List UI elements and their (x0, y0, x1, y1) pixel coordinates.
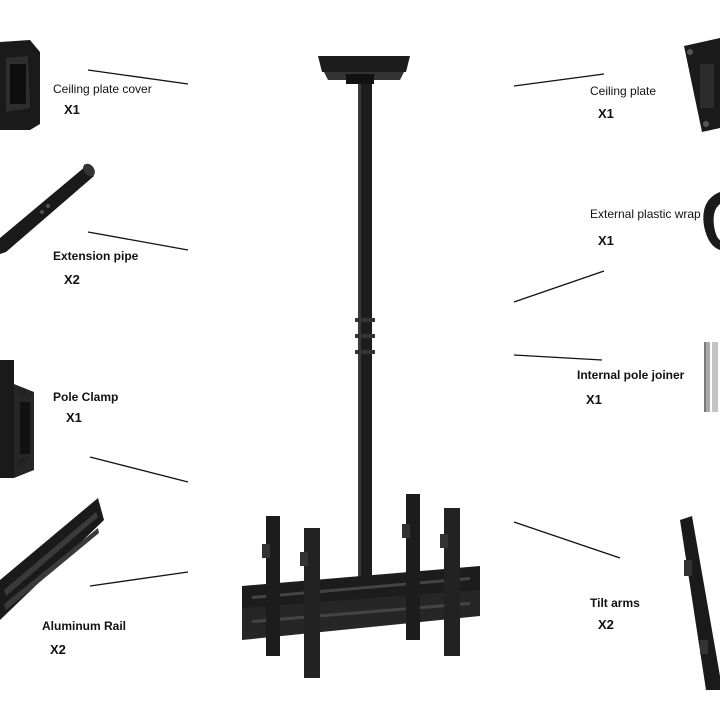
leader-external-plastic-wrap (513, 270, 605, 303)
qty-internal-pole-joiner: X1 (586, 392, 602, 407)
leader-ceiling-plate (513, 73, 605, 87)
leader-aluminum-rail (89, 571, 189, 587)
leader-extension-pipe (87, 231, 189, 251)
label-ceiling-plate-cover: Ceiling plate cover (53, 82, 152, 96)
ceiling-plate-image (684, 38, 720, 132)
label-tilt-arms: Tilt arms (590, 596, 640, 610)
label-extension-pipe: Extension pipe (53, 249, 139, 263)
ceiling-mount-assembly-image (242, 56, 480, 678)
label-ceiling-plate: Ceiling plate (590, 84, 657, 98)
label-internal-pole-joiner: Internal pole joiner (577, 368, 685, 382)
qty-ceiling-plate-cover: X1 (64, 102, 80, 117)
qty-tilt-arms: X2 (598, 617, 614, 632)
leader-internal-pole-joiner (513, 354, 603, 361)
qty-pole-clamp: X1 (66, 410, 82, 425)
qty-aluminum-rail: X2 (50, 642, 66, 657)
pole-clamp-image (0, 360, 34, 478)
leader-ceiling-plate-cover (87, 69, 189, 85)
ceiling-plate-cover-image (0, 40, 40, 130)
internal-pole-joiner-image (704, 342, 718, 412)
label-aluminum-rail: Aluminum Rail (42, 619, 127, 633)
extension-pipe-image (0, 163, 95, 254)
qty-ceiling-plate: X1 (598, 106, 614, 121)
aluminum-rail-image (0, 498, 104, 620)
leader-lines (87, 69, 621, 587)
external-plastic-wrap-image (703, 192, 720, 250)
qty-extension-pipe: X2 (64, 272, 80, 287)
leader-tilt-arms (513, 521, 621, 559)
label-pole-clamp: Pole Clamp (53, 390, 119, 404)
qty-external-plastic-wrap: X1 (598, 233, 614, 248)
tilt-arms-image (680, 516, 720, 690)
leader-pole-clamp (89, 456, 189, 483)
label-external-plastic-wrap: External plastic wrap (590, 207, 701, 221)
